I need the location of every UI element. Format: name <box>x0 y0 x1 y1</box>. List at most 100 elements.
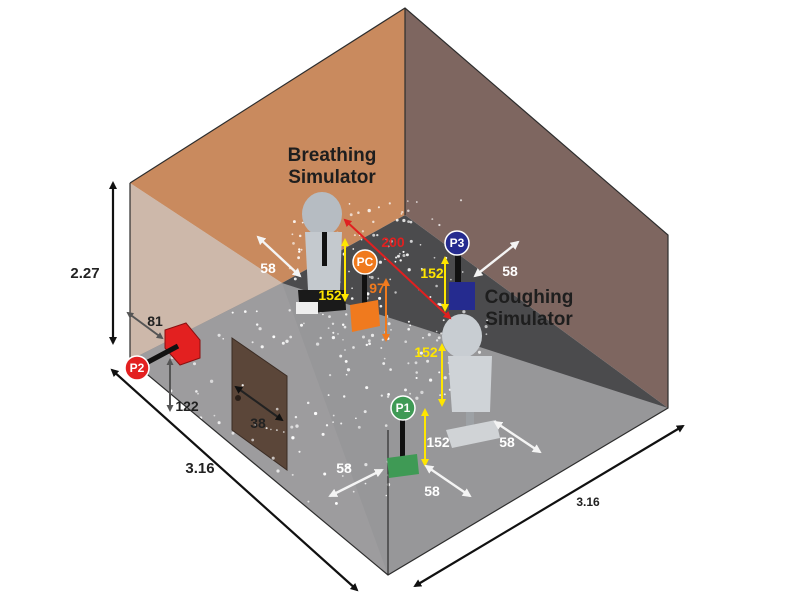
door-knob <box>235 395 241 401</box>
particle <box>251 341 254 344</box>
p3-height-label: 152 <box>420 265 444 281</box>
particle <box>298 250 301 253</box>
particle <box>422 337 424 339</box>
particle <box>437 336 441 340</box>
particle <box>415 201 418 203</box>
p1-front-clearance-label: 58 <box>424 483 440 499</box>
particle <box>415 376 418 380</box>
particle <box>272 335 276 339</box>
particle <box>415 396 419 400</box>
breathing-mouth-height-label: 152 <box>318 287 342 303</box>
particle <box>349 213 353 217</box>
particle <box>357 211 360 214</box>
p1-label: P1 <box>396 401 411 415</box>
particle <box>367 208 371 213</box>
particle <box>402 218 406 223</box>
particle <box>477 350 482 354</box>
particle <box>360 238 363 241</box>
particle <box>378 296 382 300</box>
particle <box>407 327 411 331</box>
particle <box>337 333 339 335</box>
p3-clearance-arrow <box>473 240 520 278</box>
particle <box>231 311 234 314</box>
pc-pole <box>362 272 367 306</box>
particle <box>202 428 205 432</box>
pc-label: PC <box>357 255 374 269</box>
room-length-right-arrow <box>413 424 685 588</box>
particle <box>319 336 322 340</box>
particle <box>340 422 343 425</box>
coughing-torso <box>448 356 492 412</box>
particle <box>325 424 329 427</box>
particle <box>363 410 367 414</box>
particle <box>431 218 434 221</box>
particle <box>419 351 423 355</box>
particle <box>328 373 332 377</box>
coughing-stand <box>466 412 474 430</box>
particle <box>313 411 318 416</box>
particle <box>427 333 431 337</box>
particle <box>301 221 304 224</box>
particle <box>379 304 383 308</box>
particle <box>397 254 400 258</box>
particle <box>383 357 386 360</box>
particle <box>435 339 439 342</box>
particle <box>386 337 390 340</box>
particle <box>361 230 365 233</box>
particle <box>381 338 384 341</box>
particle <box>377 206 380 209</box>
particle <box>485 333 488 336</box>
particle <box>339 354 343 358</box>
particle <box>372 233 376 237</box>
particle <box>389 278 392 281</box>
door-width-arrow <box>234 385 284 422</box>
particle <box>306 401 310 405</box>
particle <box>404 340 408 344</box>
particle <box>327 327 330 329</box>
p1-left-clearance-arrow <box>328 468 384 498</box>
particle <box>395 218 399 222</box>
particle <box>300 323 303 327</box>
particle <box>343 325 347 329</box>
p3-pole <box>455 252 461 286</box>
coughing-head <box>442 314 482 358</box>
right-wall <box>405 8 668 408</box>
p3-clearance-label: 58 <box>502 263 518 279</box>
particle <box>217 333 221 337</box>
particle <box>332 331 335 334</box>
particle <box>409 392 412 395</box>
particle <box>292 242 295 245</box>
particle <box>414 361 418 365</box>
particle <box>258 327 262 331</box>
particle <box>298 450 301 453</box>
particle <box>364 463 368 467</box>
p3-box <box>449 282 475 310</box>
particle <box>484 325 488 329</box>
particle <box>298 248 301 251</box>
breathing-side-clearance-arrow <box>256 235 302 278</box>
particle <box>322 313 324 316</box>
particle <box>364 482 367 485</box>
particle <box>388 202 391 205</box>
particle <box>222 337 225 340</box>
p1-pole <box>400 418 405 458</box>
particle <box>438 303 442 307</box>
room-height-label: 2.27 <box>70 265 99 282</box>
particle <box>450 278 452 281</box>
particle <box>344 359 348 363</box>
particle <box>415 371 418 374</box>
particle <box>331 322 335 326</box>
particle <box>348 203 351 205</box>
p1-box <box>387 454 419 478</box>
coughing-simulator-title-line1: Coughing <box>485 287 574 308</box>
particle <box>231 431 235 435</box>
room-length-left-arrow <box>110 368 359 592</box>
p1-badge <box>390 395 416 421</box>
particle <box>285 339 289 343</box>
p3-label: P3 <box>450 236 465 250</box>
particle <box>402 253 406 258</box>
particle <box>291 436 295 440</box>
particle <box>292 220 296 224</box>
particle <box>435 330 438 333</box>
particle <box>290 425 294 429</box>
